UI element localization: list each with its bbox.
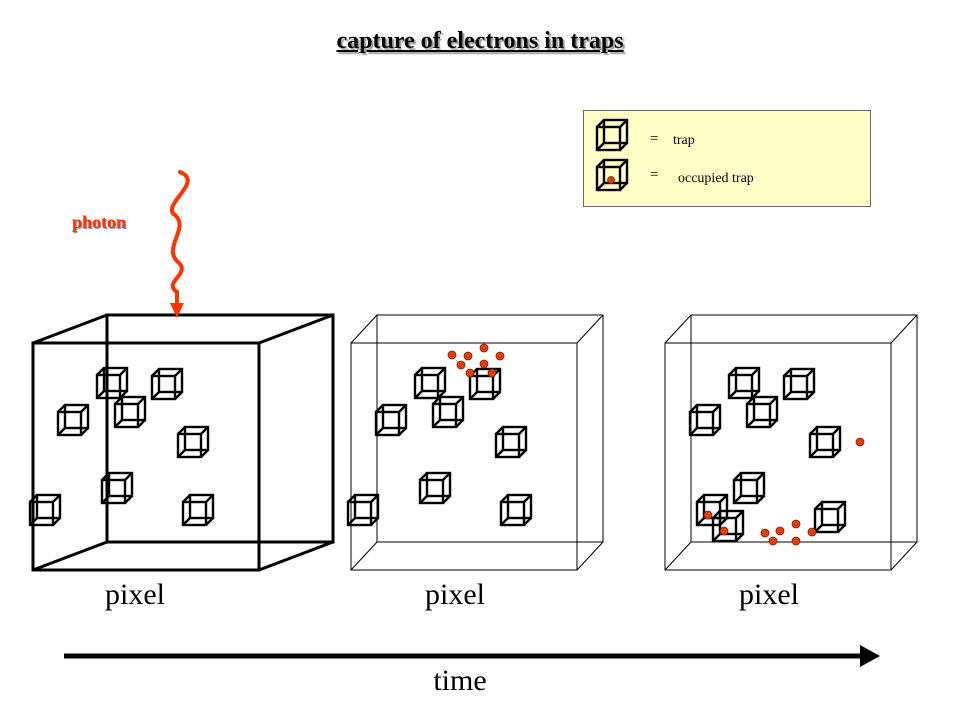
free-electron-c2-7 xyxy=(465,368,475,378)
trap-icon-c2-1 xyxy=(413,366,447,400)
photon-wave xyxy=(170,170,190,318)
time-label: time xyxy=(433,664,487,697)
trap-icon-c2-6 xyxy=(418,471,452,505)
trap-icon-c1-5 xyxy=(176,425,210,459)
trap-icon-c3-2 xyxy=(782,367,816,401)
legend-trap-icon xyxy=(595,118,629,152)
time-arrow xyxy=(64,645,880,667)
trap-icon-c1-4 xyxy=(113,395,147,429)
traps xyxy=(28,366,847,543)
trap-icon-c3-5 xyxy=(808,425,842,459)
photon-wave-line xyxy=(170,170,190,308)
legend-icons xyxy=(595,118,629,192)
trap-icon-c1-1 xyxy=(95,366,129,400)
electrons xyxy=(447,343,865,546)
free-electron-c3-1 xyxy=(760,528,770,538)
trap-icon-c3-1 xyxy=(727,366,761,400)
trap-icon-c1-3 xyxy=(56,403,90,437)
free-electron-c2-2 xyxy=(463,351,473,361)
trap-icon-c3-6 xyxy=(732,471,766,505)
trap-icon-c3-9 xyxy=(813,500,847,534)
legend-occupied-trap-icon xyxy=(595,158,629,192)
pixel-cubes xyxy=(31,313,918,572)
pixel-cube-2 xyxy=(350,314,604,571)
trap-icon-c2-4 xyxy=(431,395,465,429)
diagram-title: capture of electrons in traps xyxy=(336,28,624,54)
legend: = trap = occupied trap xyxy=(583,110,871,207)
legend-electron-dot xyxy=(607,176,615,184)
trapped-electron-c3-3 xyxy=(719,526,729,536)
trap-icon-c1-8 xyxy=(181,493,215,527)
free-electron-c3-6 xyxy=(791,536,801,546)
free-electron-c2-4 xyxy=(495,351,505,361)
photon-arrowhead xyxy=(170,303,184,318)
free-electron-c3-5 xyxy=(768,536,778,546)
trap-icon-c3-8 xyxy=(711,509,745,543)
free-electron-c3-2 xyxy=(775,526,785,536)
photon-label: photon xyxy=(72,212,127,232)
pixel-label-2: pixel xyxy=(425,578,485,611)
legend-equals-trap: = xyxy=(650,131,659,147)
trap-icon-c2-5 xyxy=(494,425,528,459)
pixel-label-1: pixel xyxy=(105,578,165,611)
free-electron-c2-6 xyxy=(479,359,489,369)
trap-icon-c2-8 xyxy=(499,493,533,527)
pixel-cube-1 xyxy=(31,313,335,572)
pixel-cube-3 xyxy=(664,314,918,571)
free-electron-c3-3 xyxy=(791,519,801,529)
legend-equals-occupied: = xyxy=(650,167,659,183)
trap-icon-c1-6 xyxy=(100,471,134,505)
trap-icon-c3-3 xyxy=(688,403,722,437)
trap-icon-c2-7 xyxy=(346,493,380,527)
trapped-electron-c3-1 xyxy=(855,437,865,447)
legend-trap-label: trap xyxy=(673,133,695,148)
trap-icon-c1-2 xyxy=(150,367,184,401)
time-arrowhead xyxy=(860,645,880,667)
free-electron-c2-8 xyxy=(487,368,497,378)
trap-icon-c3-4 xyxy=(745,395,779,429)
free-electron-c2-1 xyxy=(447,350,457,360)
legend-occupied-trap-label: occupied trap xyxy=(678,171,754,186)
pixel-label-3: pixel xyxy=(739,578,799,611)
free-electron-c2-3 xyxy=(479,343,489,353)
free-electron-c2-5 xyxy=(456,360,466,370)
trap-icon-c2-3 xyxy=(374,403,408,437)
free-electron-c3-4 xyxy=(807,527,817,537)
trapped-electron-c3-2 xyxy=(703,510,713,520)
trap-icon-c1-7 xyxy=(28,493,62,527)
